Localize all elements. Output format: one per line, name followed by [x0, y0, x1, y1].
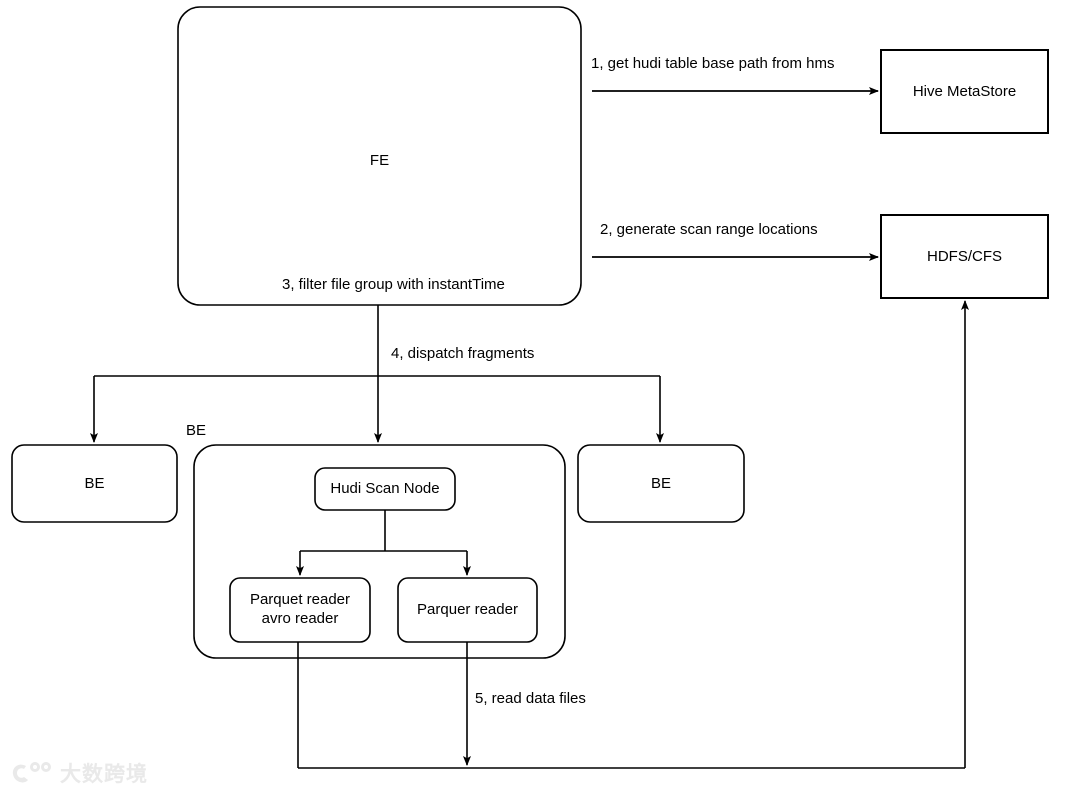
edge-label-step-4: 4, dispatch fragments [391, 345, 535, 362]
node-be-right [577, 444, 745, 523]
edge-label-step-2: 2, generate scan range locations [600, 221, 818, 238]
edge-label-step-3: 3, filter file group with instantTime [282, 276, 505, 293]
node-fe [177, 6, 582, 306]
watermark: 大数跨境 [10, 758, 148, 788]
node-hive-metastore [880, 49, 1049, 134]
node-parquer-reader [397, 577, 538, 643]
edge-label-step-5: 5, read data files [475, 690, 586, 707]
node-be-left [11, 444, 178, 523]
edge-label-step-1: 1, get hudi table base path from hms [591, 55, 835, 72]
node-hdfs-cfs [880, 214, 1049, 299]
watermark-text: 大数跨境 [60, 762, 148, 786]
watermark-logo-icon [12, 762, 51, 783]
node-parquet-avro-reader [229, 577, 371, 643]
node-hudi-scan-node [314, 467, 456, 511]
